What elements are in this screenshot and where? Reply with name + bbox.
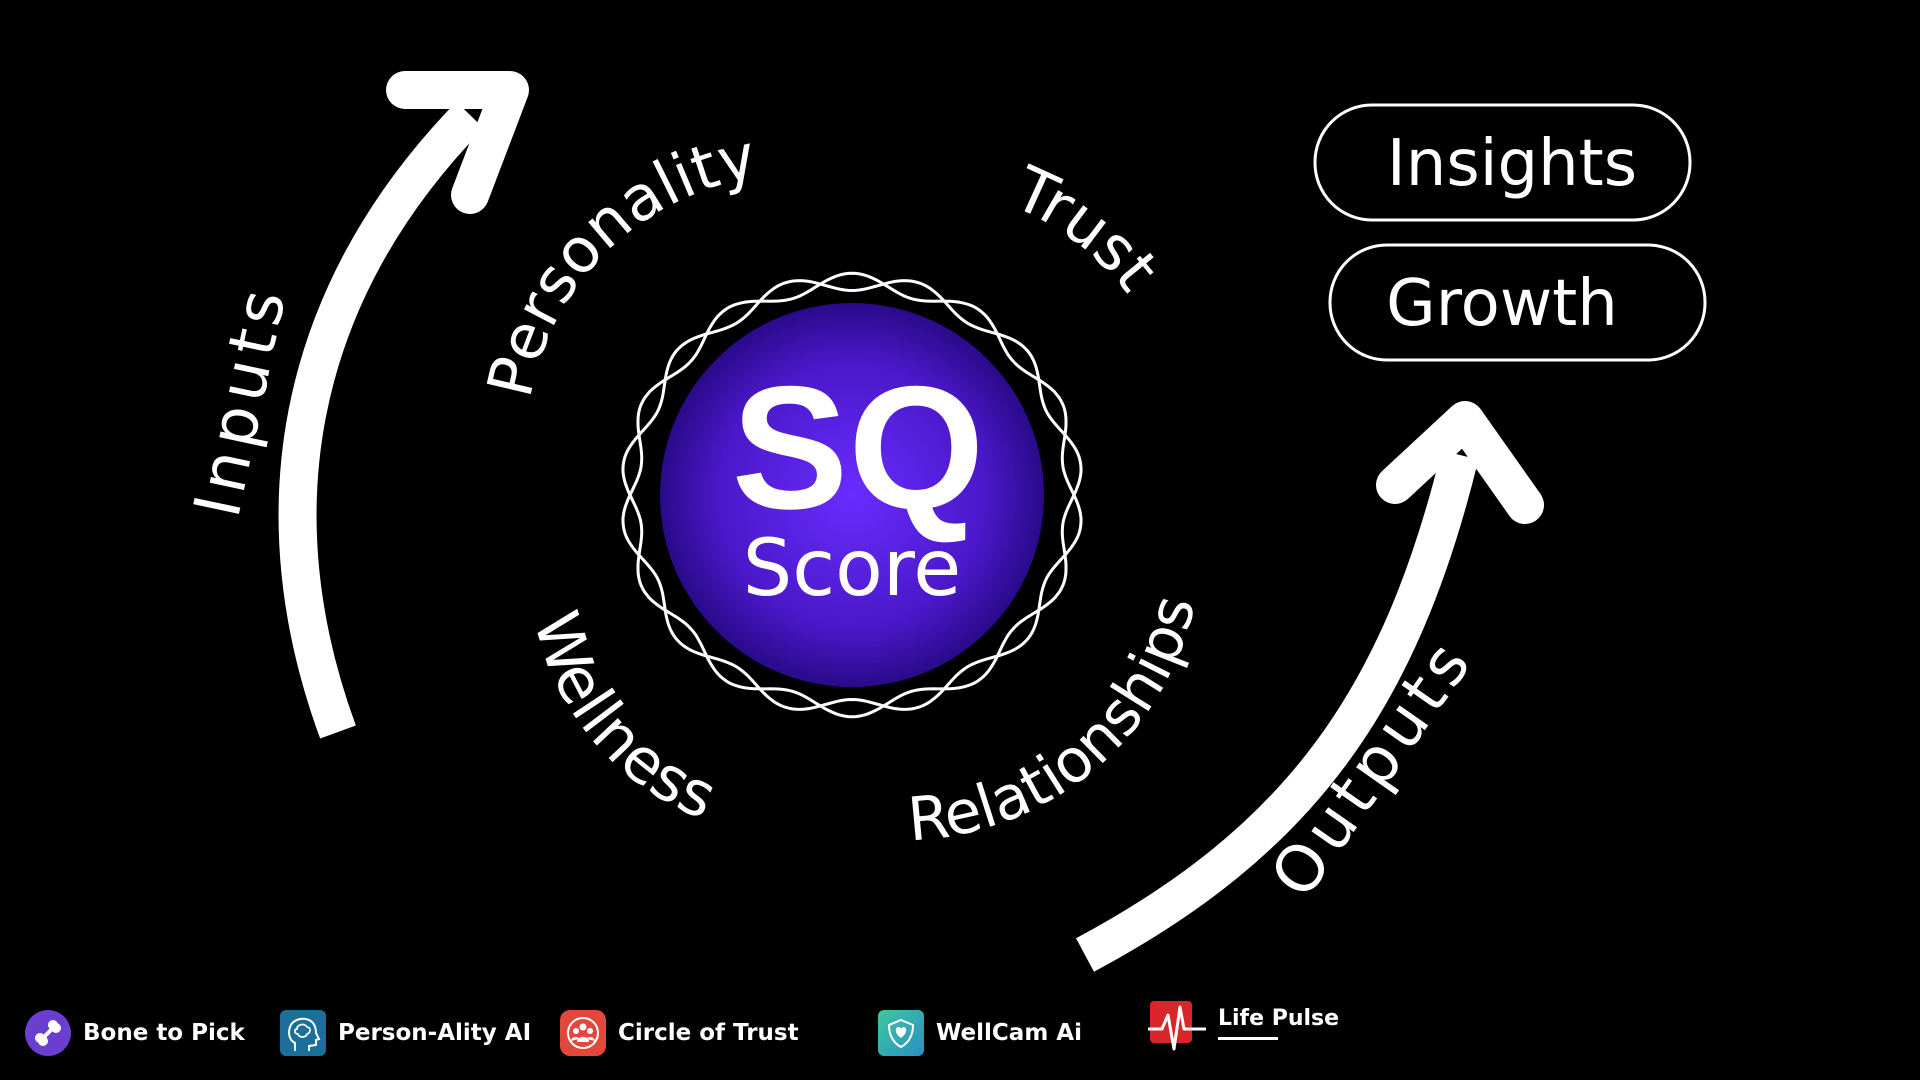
app-label-bone-to-pick: Bone to Pick	[83, 1020, 245, 1046]
inputs-arrow	[278, 71, 529, 739]
outputs-arrow	[1076, 401, 1544, 972]
app-person-ality-ai[interactable]: Person-Ality AI	[280, 1008, 531, 1058]
growth-box: Growth	[1328, 243, 1707, 362]
trust-label-text: Trust	[1003, 151, 1173, 304]
insights-label: Insights	[1387, 127, 1637, 201]
app-circle-of-trust[interactable]: Circle of Trust	[560, 1008, 799, 1058]
sq-subtitle: Score	[743, 524, 961, 614]
people-circle-icon	[560, 1010, 606, 1056]
app-label-wellcam-ai: WellCam Ai	[936, 1020, 1082, 1046]
insights-box: Insights	[1313, 103, 1692, 222]
heart-shield-icon	[878, 1010, 924, 1056]
life-pulse-underline	[1218, 1037, 1278, 1040]
sq-score-circle	[660, 303, 1044, 687]
heartbeat-icon	[1148, 993, 1208, 1053]
app-label-life-pulse: Life Pulse	[1218, 1006, 1340, 1031]
trust-label: Trust	[1003, 151, 1173, 304]
bone-icon	[25, 1010, 71, 1056]
app-bone-to-pick[interactable]: Bone to Pick	[25, 1008, 245, 1058]
wavy-ring	[621, 271, 1083, 719]
growth-label: Growth	[1386, 267, 1618, 341]
app-life-pulse[interactable]: Life Pulse	[1148, 998, 1340, 1051]
app-label-circle-of-trust: Circle of Trust	[618, 1020, 799, 1046]
sq-title: SQ	[732, 351, 985, 546]
app-wellcam-ai[interactable]: WellCam Ai	[878, 1008, 1082, 1058]
app-strip: Bone to Pick Person-Ality AI Circle of T…	[0, 990, 1920, 1070]
brain-head-icon	[280, 1010, 326, 1056]
app-label-person-ality-ai: Person-Ality AI	[338, 1020, 532, 1046]
wave-ring-2	[621, 279, 1083, 719]
